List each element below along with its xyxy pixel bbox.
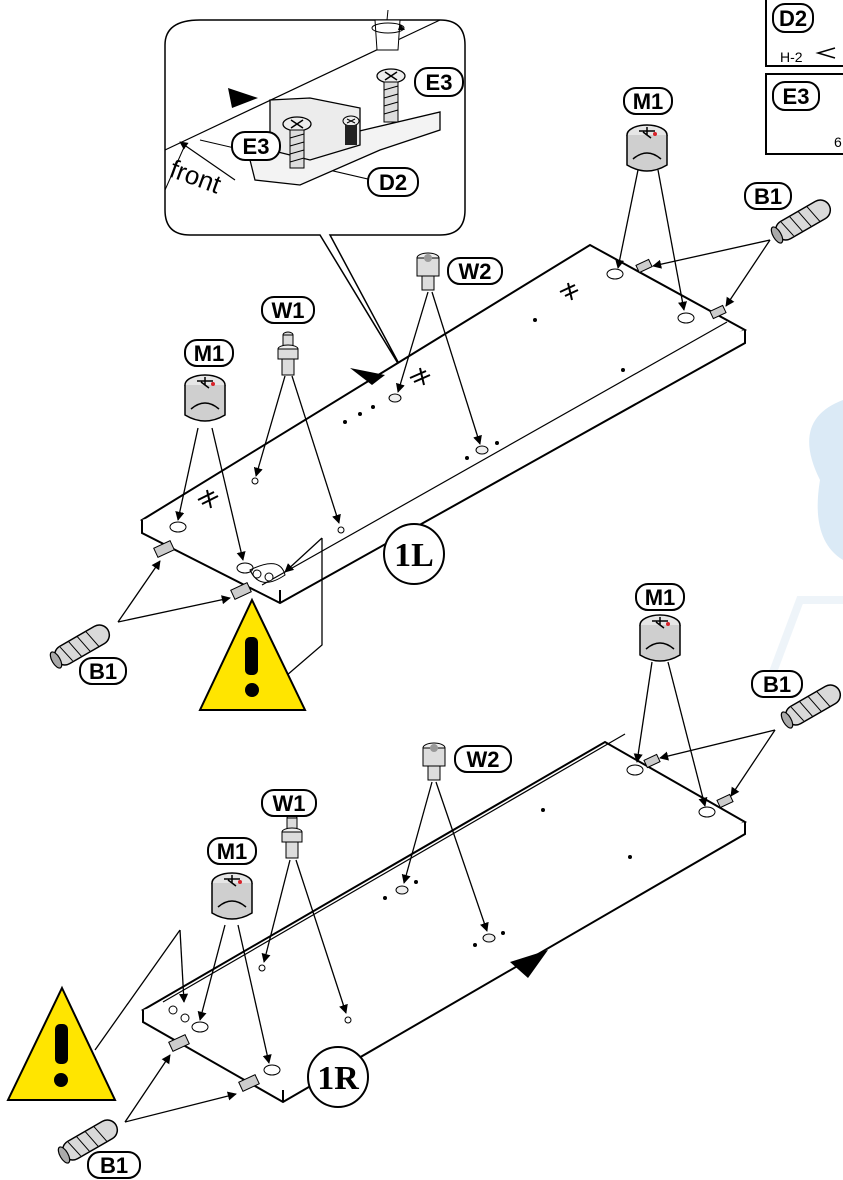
w1-hole bbox=[337, 526, 345, 534]
e3-label-right: E3 bbox=[426, 70, 453, 95]
d2-badge bbox=[367, 167, 419, 197]
e3-badge-right bbox=[414, 67, 464, 97]
panel-id-1l: 1L bbox=[394, 537, 434, 574]
panel-id-badge-1l bbox=[383, 523, 445, 585]
panel-id-1r: 1R bbox=[317, 1060, 359, 1097]
warning-icon-1l bbox=[198, 538, 323, 711]
cam-hole bbox=[677, 312, 695, 324]
panel-1l bbox=[139, 243, 748, 605]
m1-label-1r-side: M1 bbox=[217, 839, 248, 864]
w1-hole bbox=[258, 964, 266, 972]
cam-hole bbox=[263, 1064, 281, 1076]
m1-label-1r-top: M1 bbox=[645, 585, 676, 610]
e3-badge-left bbox=[231, 131, 281, 161]
orientation-triangle-icon bbox=[510, 950, 548, 978]
cam-hole bbox=[606, 268, 624, 280]
m1-cam-fitting-icon bbox=[211, 872, 253, 920]
panel-1r bbox=[140, 733, 748, 1104]
b1-label-1l-left: B1 bbox=[89, 659, 117, 684]
watermark-logo bbox=[766, 400, 843, 682]
w2-hole-1r-b bbox=[482, 933, 496, 943]
legend-e3-box: E3 6 bbox=[765, 73, 843, 155]
w1-hole bbox=[251, 477, 259, 485]
m1-label-1l-top: M1 bbox=[633, 89, 664, 114]
cam-hole bbox=[698, 806, 716, 818]
w2-hole-1l-b bbox=[388, 393, 402, 403]
d2-legend-badge bbox=[772, 3, 814, 33]
w2-label-1r: W2 bbox=[467, 747, 500, 772]
front-arrow bbox=[179, 141, 236, 181]
e3-legend-code: E3 bbox=[783, 84, 810, 109]
w1-label-1r: W1 bbox=[273, 791, 306, 816]
w1-label-1l: W1 bbox=[272, 298, 305, 323]
w2-pin-icon bbox=[422, 742, 446, 781]
w1-pin-icon bbox=[281, 814, 303, 859]
detail-callout: front E3 E3 bbox=[164, 9, 466, 376]
w2-pin-icon bbox=[416, 252, 440, 291]
d2-screw bbox=[342, 115, 360, 145]
w2-hole-1l bbox=[475, 445, 489, 455]
cam-hole bbox=[626, 764, 644, 776]
d2-legend-size: H-2 bbox=[780, 49, 803, 65]
e3-screw-right bbox=[376, 68, 406, 123]
m1-cam-fitting-icon bbox=[184, 374, 226, 422]
e3-screw-left bbox=[282, 116, 312, 169]
d2-legend-code: D2 bbox=[779, 6, 807, 31]
w1-pin-icon bbox=[277, 331, 299, 376]
cam-hole bbox=[169, 521, 187, 533]
cam-hole bbox=[191, 1021, 209, 1033]
w2-hole-1r bbox=[395, 885, 409, 895]
cam-hole bbox=[236, 562, 254, 574]
d2-label: D2 bbox=[379, 170, 407, 195]
m1-label-1l-side: M1 bbox=[194, 341, 225, 366]
e3-legend-badge bbox=[772, 81, 820, 111]
part-arrows-1r bbox=[124, 661, 776, 1123]
direction-triangle-icon bbox=[228, 88, 258, 108]
part-arrows-1l bbox=[117, 169, 771, 623]
b1-label-1r-right: B1 bbox=[763, 672, 791, 697]
d2-screw-icon bbox=[815, 47, 836, 59]
e3-legend-size: 6 bbox=[834, 134, 842, 150]
warning-icon-1r bbox=[6, 929, 189, 1101]
screwdriver-icon bbox=[371, 9, 405, 51]
m1-cam-fitting-icon bbox=[639, 614, 681, 662]
panel-id-badge-1r bbox=[307, 1046, 369, 1108]
orientation-triangle-icon bbox=[350, 368, 385, 385]
b1-label-1l-right: B1 bbox=[754, 184, 782, 209]
legend-d2-box: D2 H-2 bbox=[765, 0, 843, 67]
m1-cam-fitting-icon bbox=[626, 124, 668, 172]
w2-label-1l: W2 bbox=[459, 259, 492, 284]
b1-label-1r-left: B1 bbox=[100, 1153, 128, 1178]
w1-hole bbox=[344, 1016, 352, 1024]
e3-label-left: E3 bbox=[243, 134, 270, 159]
